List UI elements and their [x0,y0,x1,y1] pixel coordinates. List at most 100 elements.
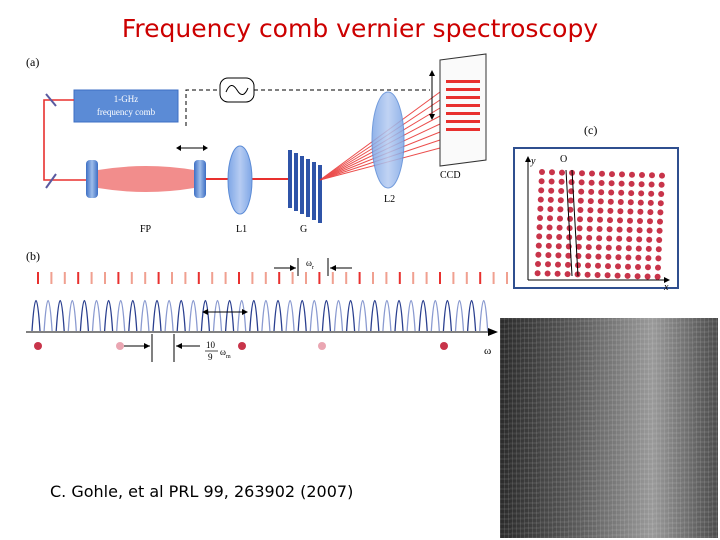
omega-m-arrow-head-left [144,343,150,349]
comb-peak [164,299,174,332]
fp-mirror-right [194,160,206,198]
vernier-dot [626,226,633,233]
comb-mark [425,272,428,284]
comb-peak [200,299,211,332]
vernier-dot [614,272,621,279]
vernier-dot [577,207,584,213]
vernier-dot [609,171,615,178]
vernier-dot [644,273,651,280]
vernier-dot [628,180,635,187]
comb-peak [128,299,138,332]
ccd-arrow-head-down [429,114,435,120]
vernier-dot [647,218,653,225]
vernier-dot [548,178,555,185]
vernier-dot [595,253,602,260]
fp-label: FP [140,224,152,235]
vernier-dot [655,246,662,253]
comb-peak [55,299,65,332]
vernier-dot [547,196,554,203]
vernier-dot [635,245,642,252]
comb-mark [318,272,321,284]
vernier-dot [625,245,632,252]
frequency-axis-arrow [488,328,498,336]
vernier-dot [607,207,614,214]
comb-mark [479,272,482,284]
vernier-dot [538,178,545,185]
vernier-dot [646,236,653,243]
vernier-dot [645,245,652,252]
comb-peak [31,299,41,332]
vernier-dot [638,181,645,188]
mirror-top [45,93,57,107]
comb-peak [345,299,356,332]
vernier-dot [544,270,551,277]
comb-peak [418,299,428,332]
ccd-photograph [500,318,718,538]
comb-mark [171,272,173,284]
vernier-dot [534,270,541,277]
comb-peak [297,299,307,332]
vernier-dot [658,181,665,188]
vernier-dot [636,227,643,234]
comb-peak-group [31,299,489,332]
l2-label: L2 [384,194,395,205]
vernier-dot [657,218,663,225]
comb-peak [237,299,247,332]
vernier-dot [598,180,605,186]
citation-text: C. Gohle, et al PRL 99, 263902 (2007) [50,482,354,501]
vernier-dot [537,205,544,212]
vernier-dot [557,197,564,204]
vernier-dot [655,264,661,271]
vernier-dot [549,169,555,176]
vernier-dot [554,270,561,277]
vernier-dot [565,252,572,259]
spacing-arrow-head-right [242,309,248,315]
vernier-dot [555,261,561,268]
omega-r-label: ωr [306,258,314,271]
vernier-dot [575,243,582,250]
vernier-dot [565,261,571,268]
spacing-arrow-head-left [202,309,208,315]
comb-mark [506,272,508,284]
comb-peak [273,299,283,332]
comb-peak [382,299,392,332]
vernier-dot [587,198,594,205]
comb-mark [90,272,93,284]
vernier-dot [616,235,623,242]
frequency-comb-box [73,89,179,123]
comb-peak [212,299,223,332]
vernier-dot [537,196,544,203]
vernier-dot [616,226,623,233]
panel-a-label: (a) [26,55,39,69]
comb-mark [412,272,415,284]
vernier-dot [617,217,623,224]
vernier-dot [597,216,603,223]
vernier-dot [546,233,553,240]
vernier-dot [578,179,585,186]
vernier-line-1 [565,169,573,277]
vernier-dot [556,224,563,231]
g-label: G [300,224,307,235]
comb-mark [264,272,267,284]
vernier-dot [587,207,594,214]
vernier-dot [608,180,615,187]
lens-l2 [371,91,405,189]
vernier-dot [618,189,625,196]
sync-line-left [185,89,220,126]
vernier-dot [567,206,574,213]
comb-mark [345,272,348,284]
comb-mark [144,272,147,284]
vernier-dot [557,206,564,213]
coincidence-dot-4 [318,342,326,350]
vernier-dot [536,233,543,240]
panel-c-y-arrow [525,156,531,162]
vernier-dot [658,191,665,197]
vernier-dot [619,171,625,178]
comb-mark [224,272,227,284]
coincidence-dot-2 [116,342,124,350]
comb-mark [63,272,66,284]
fp-arrow-head-right [203,145,208,151]
vernier-dot [605,244,612,251]
vernier-dot [645,264,651,271]
vernier-dot [576,225,583,232]
